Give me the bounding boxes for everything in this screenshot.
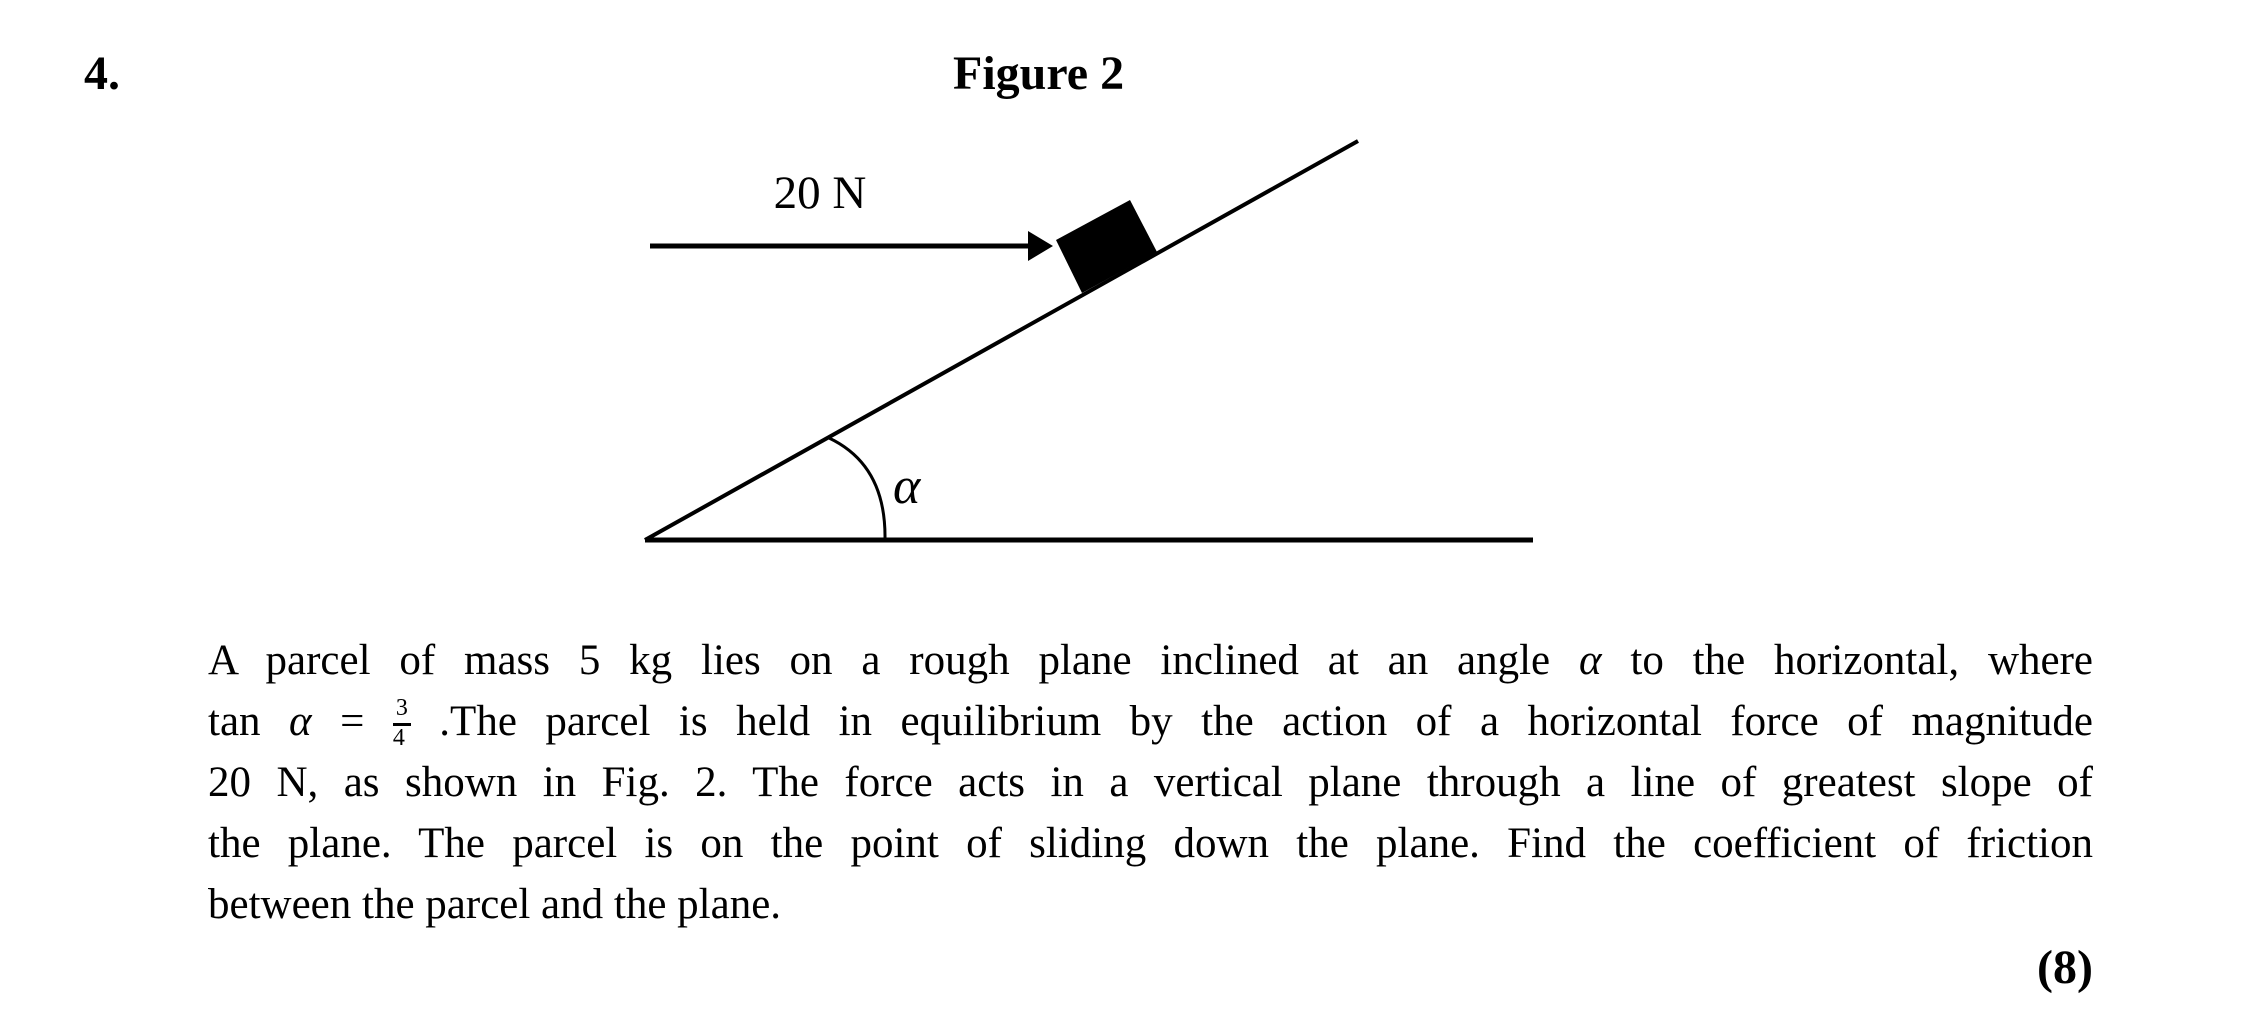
line1-text-end: to the horizontal, where: [1601, 637, 2093, 684]
line1-text: A parcel of mass 5 kg lies on a rough pl…: [208, 637, 1579, 684]
force-magnitude-label: 20 N: [774, 167, 867, 219]
problem-statement: A parcel of mass 5 kg lies on a rough pl…: [208, 630, 2093, 935]
figure-title: Figure 2: [953, 47, 1125, 100]
line3-text: 20 N, as shown in Fig. 2. The force acts…: [208, 759, 2093, 806]
angle-label: α: [893, 458, 922, 515]
fraction-denominator: 4: [392, 725, 405, 752]
problem-line-5: between the parcel and the plane.: [208, 874, 2093, 935]
fraction-numerator: 3: [392, 695, 411, 727]
alpha-symbol: α: [1578, 637, 1602, 684]
problem-line-3: 20 N, as shown in Fig. 2. The force acts…: [208, 752, 2093, 813]
angle-arc: [828, 436, 887, 540]
line2-text: tan: [208, 698, 290, 745]
equals-sign: =: [311, 698, 393, 745]
marks-badge: (8): [2037, 941, 2093, 994]
problem-line-4: the plane. The parcel is on the point of…: [208, 813, 2093, 874]
line2-text-end: .The parcel is held in equilibrium by th…: [410, 698, 2093, 745]
incline-line: [644, 139, 1359, 542]
force-arrow-head: [1028, 231, 1053, 261]
problem-line-1: A parcel of mass 5 kg lies on a rough pl…: [208, 630, 2093, 691]
alpha-symbol: α: [289, 698, 312, 745]
line4-text: the plane. The parcel is on the point of…: [208, 820, 2093, 867]
question-number: 4.: [84, 47, 120, 100]
line5-text: between the parcel and the plane.: [208, 881, 782, 928]
parcel-block: [1056, 200, 1157, 293]
